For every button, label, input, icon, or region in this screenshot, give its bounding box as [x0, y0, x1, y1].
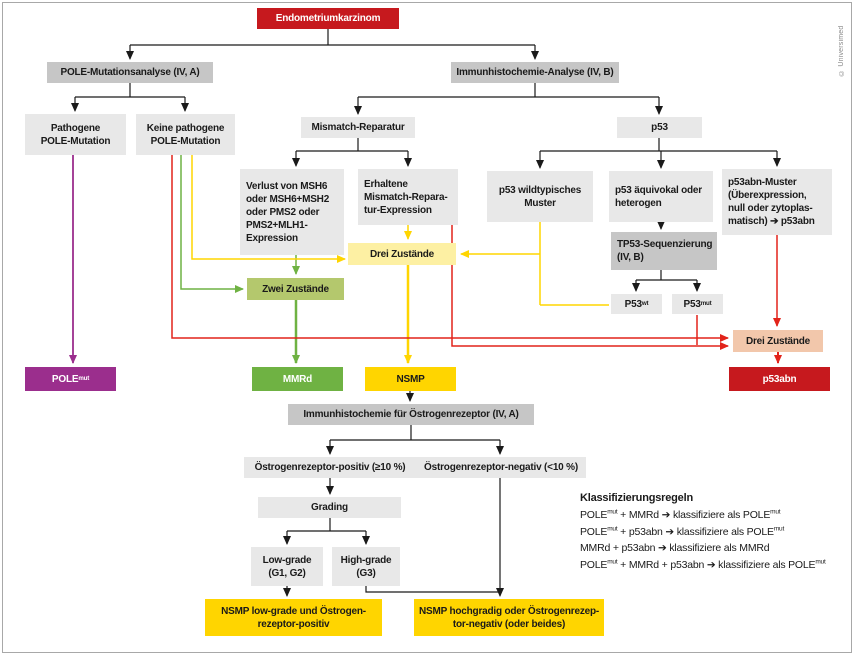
node-pole-mutationsanalyse: POLE-Mutationsanalyse (IV, A) — [47, 62, 213, 83]
node-oestrogenrezeptor-positiv: Östrogenrezeptor-positiv (≥10 %) — [244, 457, 416, 478]
copyright-credit: © Universimed — [838, 25, 845, 76]
node-oestrogenrezeptor-negativ: Östrogenrezeptor-negativ (<10 %) — [416, 457, 586, 478]
node-mismatch-reparatur: Mismatch-Reparatur — [301, 117, 415, 138]
node-ihc-oestrogenrezeptor: Immunhistochemie für Östrogenrezeptor (I… — [288, 404, 534, 425]
node-endometriumkarzinom: Endometriumkarzinom — [257, 8, 399, 29]
classification-rules-title: Klassifizierungsregeln — [580, 492, 693, 504]
node-low-grade: Low-grade (G1, G2) — [251, 547, 323, 586]
classification-rules: Klassifizierungsregeln POLEmut + MMRd ➔ … — [580, 492, 826, 575]
node-immunhistochemie-analyse: Immunhistochemie-Analyse (IV, B) — [451, 62, 619, 83]
node-nsmp: NSMP — [365, 367, 456, 391]
node-pathogene-pole-mutation: Pathogene POLE-Mutation — [25, 114, 126, 155]
node-p53-aequivokal: p53 äquivokal oder heterogen — [609, 171, 713, 222]
node-nsmp-highgrade-outcome: NSMP hochgradig oder Östrogenrezep- tor-… — [414, 599, 604, 636]
node-erhaltene-mmr-expression: Erhaltene Mismatch-Repara- tur-Expressio… — [358, 169, 458, 225]
node-p53: p53 — [617, 117, 702, 138]
classification-rule: POLEmut + p53abn ➔ klassifiziere als POL… — [580, 525, 785, 538]
classification-rule: POLEmut + MMRd + p53abn ➔ klassifiziere … — [580, 558, 826, 571]
node-p53-wildtyp: p53 wildtypisches Muster — [487, 171, 593, 222]
node-verlust-msh: Verlust von MSH6 oder MSH6+MSH2 oder PMS… — [240, 169, 344, 255]
classification-rule: MMRd + p53abn ➔ klassifiziere als MMRd — [580, 542, 770, 554]
node-mmrd: MMRd — [252, 367, 343, 391]
node-p53abn-muster: p53abn-Muster (Überexpression, null oder… — [722, 169, 832, 235]
node-p53abn: p53abn — [729, 367, 830, 391]
node-drei-zustaende-nsmp: Drei Zustände — [348, 243, 456, 265]
node-nsmp-lowgrade-outcome: NSMP low-grade und Östrogen- rezeptor-po… — [205, 599, 382, 636]
node-grading: Grading — [258, 497, 401, 518]
node-zwei-zustaende: Zwei Zustände — [247, 278, 344, 300]
node-keine-pathogene-pole-mutation: Keine pathogene POLE-Mutation — [136, 114, 235, 155]
node-high-grade: High-grade (G3) — [332, 547, 400, 586]
classification-rule: POLEmut + MMRd ➔ klassifiziere als POLEm… — [580, 508, 781, 521]
node-drei-zustaende-p53abn: Drei Zustände — [733, 330, 823, 352]
node-tp53-sequenzierung: TP53-Sequenzierung (IV, B) — [611, 232, 717, 270]
